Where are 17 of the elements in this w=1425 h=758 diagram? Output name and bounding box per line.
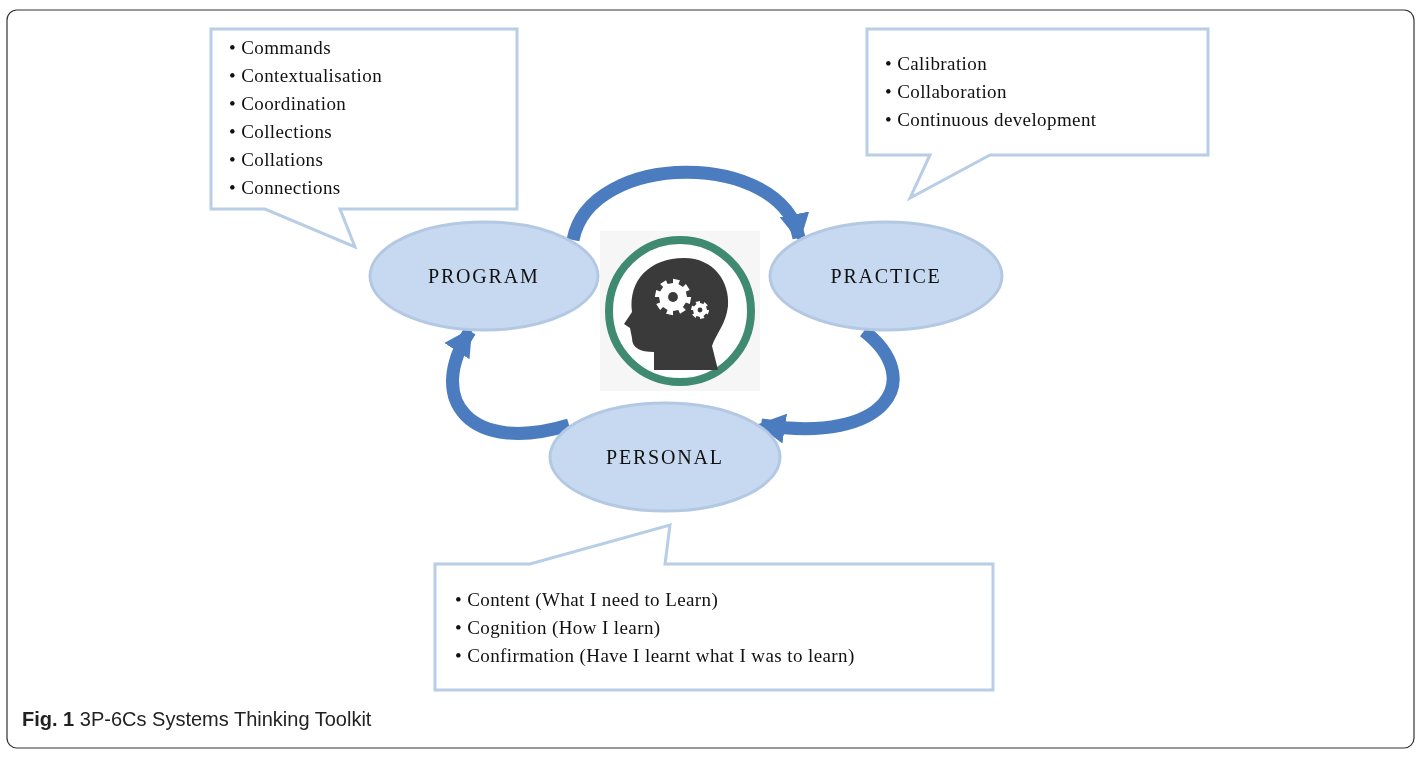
bullet-item: • Coordination <box>229 92 348 116</box>
curved-arrow <box>566 165 806 243</box>
node-label: PRACTICE <box>830 264 942 288</box>
node-label: PERSONAL <box>606 445 724 469</box>
bullet-item: • Contextualisation <box>229 64 383 88</box>
node-label: PROGRAM <box>428 264 540 288</box>
bullet-item: • Collations <box>229 148 325 172</box>
bullet-item: • Collaboration <box>885 80 1008 104</box>
bullet-item: • Collections <box>229 120 334 144</box>
bullet-item: • Confirmation (Have I learnt what I was to learn) <box>455 644 855 668</box>
bullet-item: • Connections <box>229 176 342 200</box>
bullet-item: • Cognition (How I learn) <box>455 616 662 640</box>
bullet-item: • Calibration <box>885 52 989 76</box>
bullet-item: • Continuous development <box>885 108 1097 132</box>
bullet-item: • Content (What I need to Learn) <box>455 588 720 612</box>
figure-caption: Fig. 1 3P-6Cs Systems Thinking Toolkit <box>22 708 372 731</box>
bullet-item: • Commands <box>229 36 332 60</box>
